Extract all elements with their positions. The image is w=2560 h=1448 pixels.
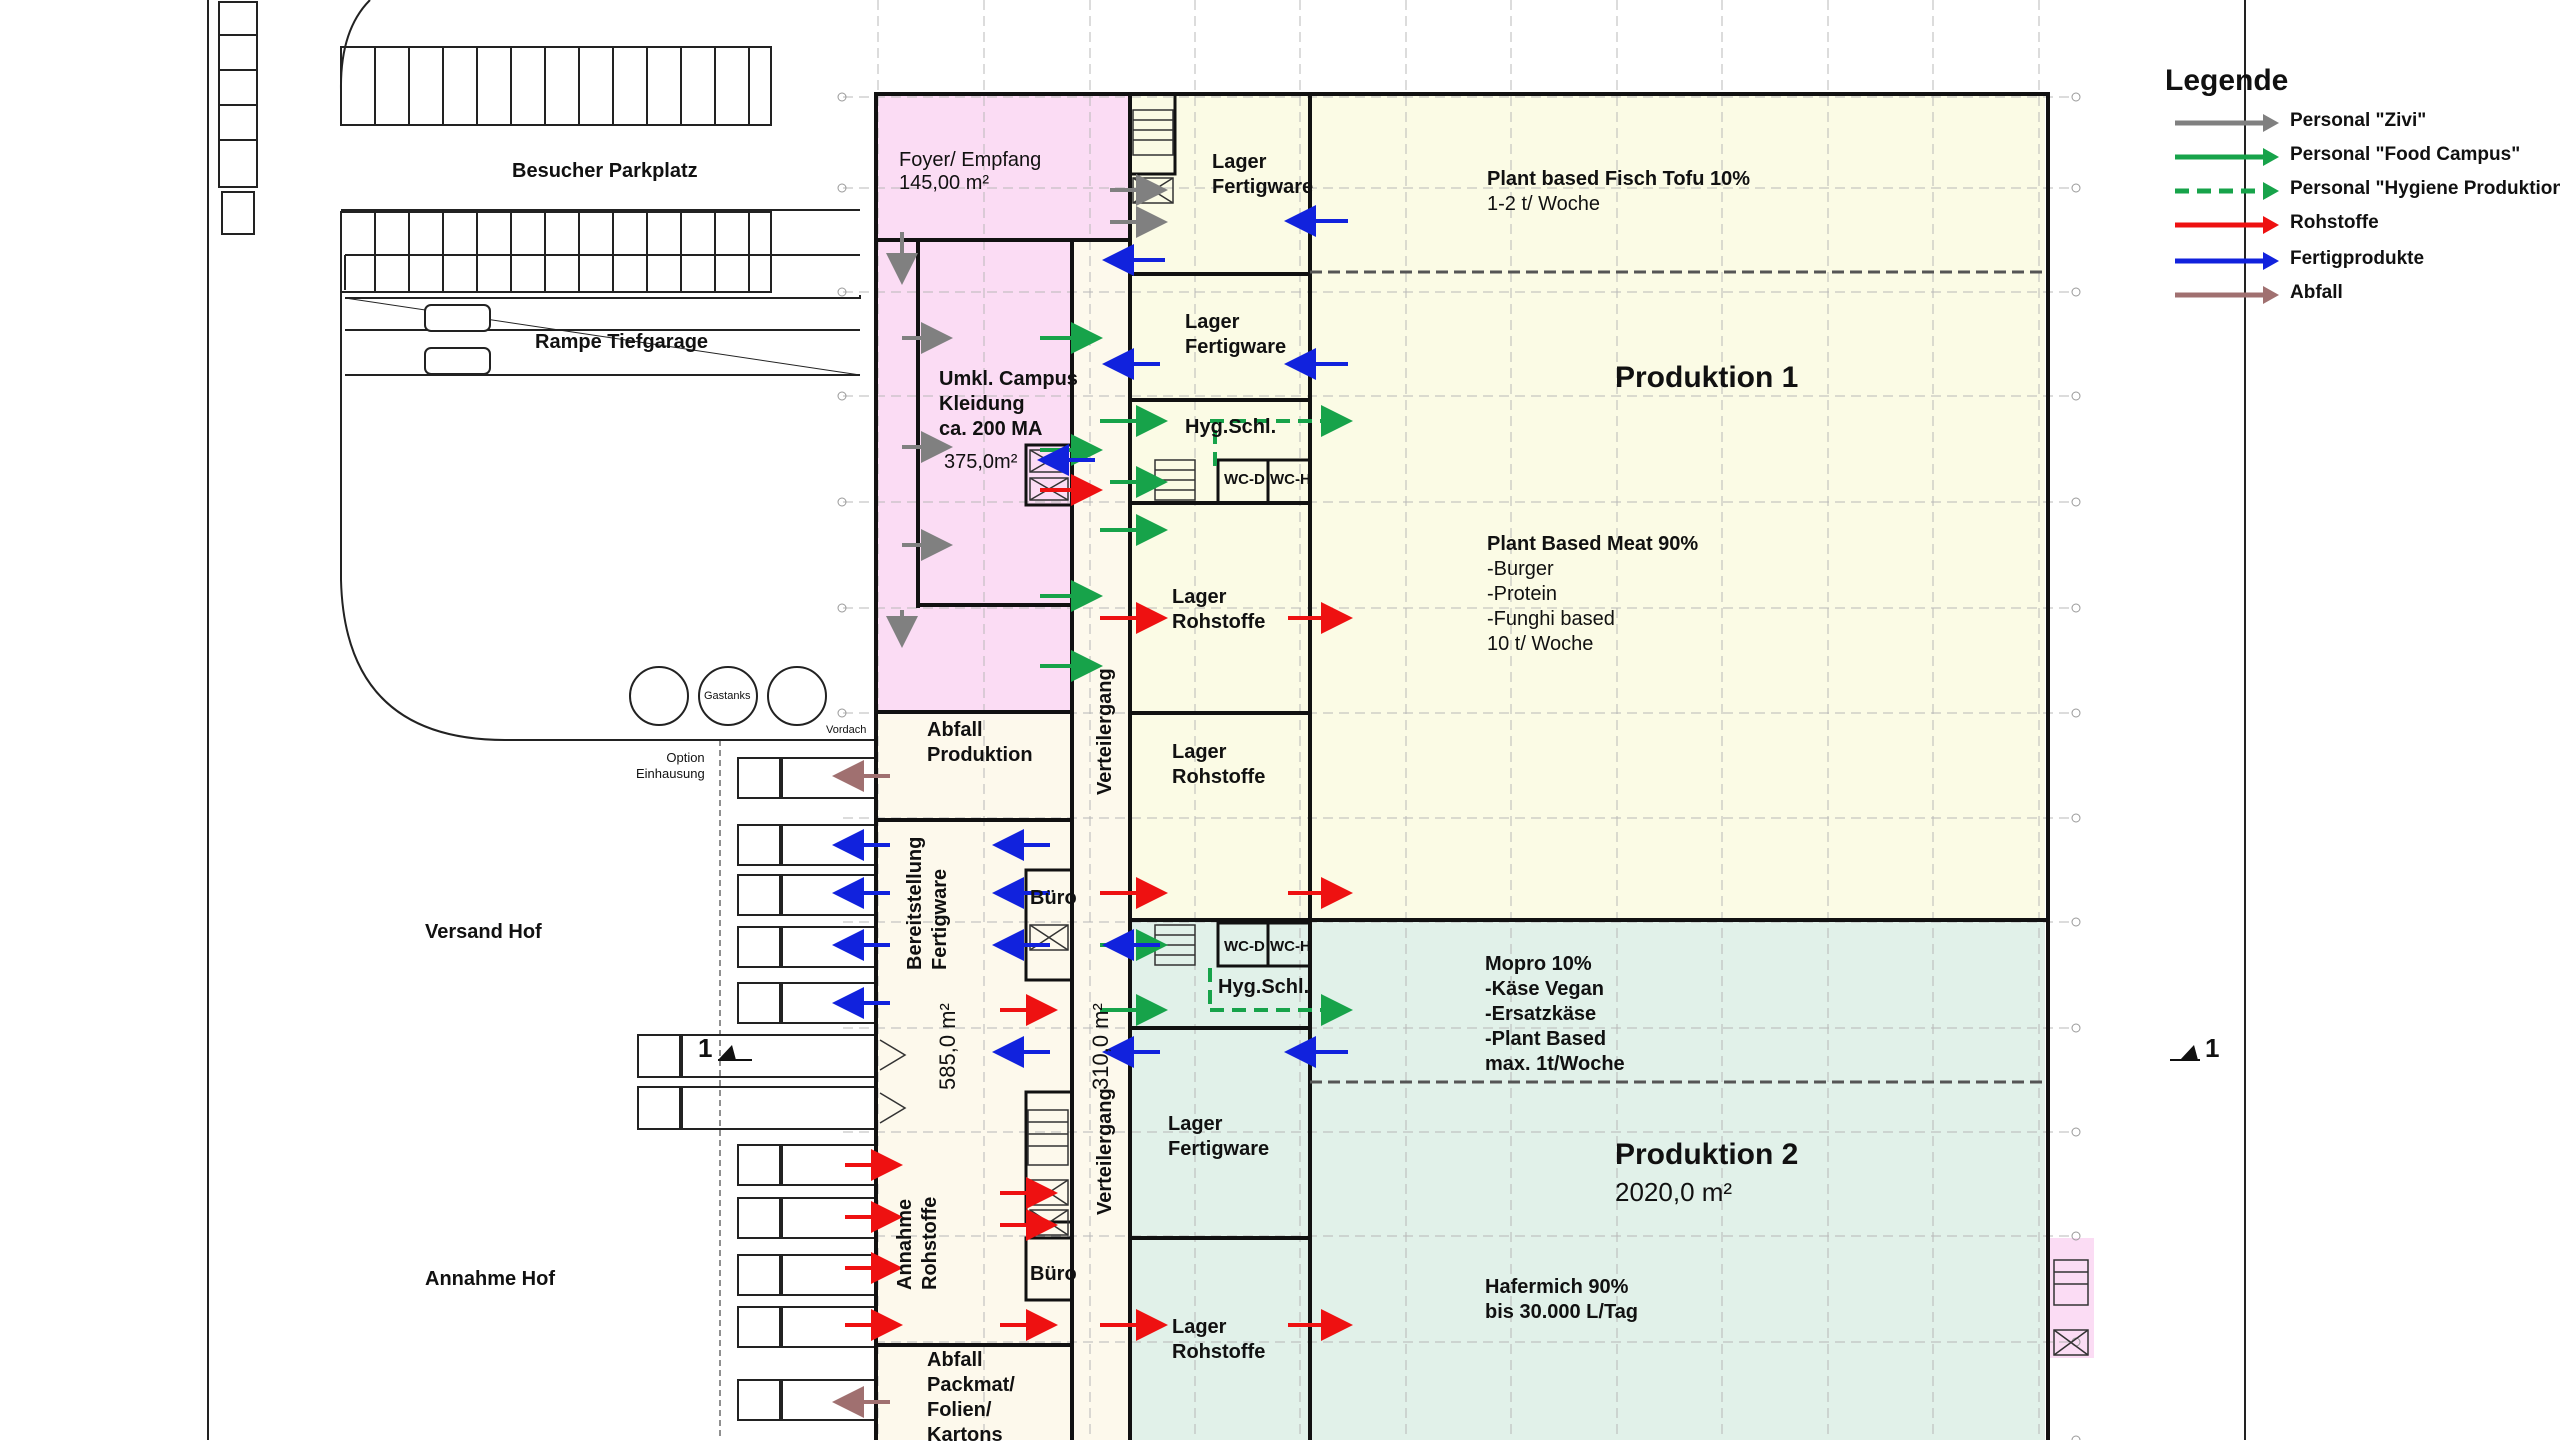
section-mark-left: 1 bbox=[698, 1033, 713, 1063]
room-buero-1: Büro bbox=[1030, 887, 1077, 909]
p1-meat: Plant Based Meat 90% bbox=[1487, 533, 1699, 555]
produktion2-fill bbox=[1130, 920, 2045, 1440]
label-versand-hof: Versand Hof bbox=[425, 921, 542, 943]
p2-area: 2020,0 m² bbox=[1615, 1177, 1733, 1207]
legend-label: Fertigprodukte bbox=[2290, 248, 2425, 269]
legend-item-food-campus: Personal "Food Campus" bbox=[2165, 142, 2560, 172]
room-lager-fertigware-3: Lager Fertigware bbox=[1168, 1113, 1270, 1160]
room-annahme-rohstoffe: Annahme Rohstoffe bbox=[894, 1196, 941, 1290]
room-lager-rohstoffe-2: Lager Rohstoffe bbox=[1172, 741, 1266, 788]
room-verteilergang-1: Verteilergang bbox=[1094, 668, 1116, 795]
stair-east-fill bbox=[2048, 1238, 2094, 1358]
dock-trucks bbox=[637, 740, 876, 1440]
legend-label: Personal "Food Campus" bbox=[2290, 144, 2521, 165]
rohstoffe-arrows bbox=[845, 474, 1353, 1341]
p1-fisch: Plant based Fisch Tofu 10% bbox=[1487, 168, 1751, 190]
room-hyg-schl-1: Hyg.Schl. bbox=[1185, 416, 1277, 438]
room-verteilergang-2: Verteilergang bbox=[1094, 1088, 1116, 1215]
label-vordach: Vordach bbox=[826, 724, 867, 736]
room-bereitstellung-area: 585,0 m² bbox=[935, 1003, 960, 1090]
umkleide-fill bbox=[877, 240, 1072, 710]
produktion1-fill bbox=[1130, 95, 2045, 920]
label-rampe-tiefgarage: Rampe Tiefgarage bbox=[535, 331, 709, 353]
room-fills bbox=[877, 95, 2094, 1440]
label-gastanks: Gastanks bbox=[704, 690, 751, 702]
p1-fisch-qty: 1-2 t/ Woche bbox=[1487, 193, 1601, 215]
legend-arrow-icon bbox=[2175, 252, 2279, 270]
legend-label: Personal "Hygiene Produktion" bbox=[2290, 178, 2560, 199]
room-hyg-schl-2: Hyg.Schl. bbox=[1218, 976, 1310, 998]
p1-meat-items: -Burger -Protein -Funghi based 10 t/ Woc… bbox=[1487, 558, 1615, 655]
legend-arrow-icon bbox=[2175, 114, 2279, 132]
legend-item-zivi: Personal "Zivi" bbox=[2165, 108, 2560, 138]
legend-item-rohstoffe: Rohstoffe bbox=[2165, 210, 2560, 240]
room-abfall-produktion: Abfall Produktion bbox=[927, 719, 1033, 766]
room-abfall-packmat: Abfall Packmat/ Folien/ Kartons bbox=[927, 1349, 1015, 1446]
cars bbox=[424, 304, 491, 375]
label-besucher-parkplatz: Besucher Parkplatz bbox=[512, 160, 698, 182]
room-lager-rohstoffe-3: Lager Rohstoffe bbox=[1172, 1316, 1266, 1363]
room-buero-2: Büro bbox=[1030, 1263, 1077, 1285]
legend-label: Personal "Zivi" bbox=[2290, 110, 2427, 131]
room-bereitstellung: Bereitstellung Fertigware bbox=[904, 836, 951, 970]
p2-mopro: Mopro 10% -Käse Vegan -Ersatzkäse -Plant… bbox=[1485, 953, 1625, 1075]
room-umkleide-name: Umkl. Campus Kleidung ca. 200 MA bbox=[939, 368, 1078, 440]
room-verteilergang-area: 310,0 m² bbox=[1088, 1003, 1113, 1090]
abfall-arrows bbox=[832, 760, 890, 1418]
hygiene-arrows bbox=[1208, 405, 1353, 1026]
truck-topleft bbox=[218, 1, 258, 235]
legend-label: Rohstoffe bbox=[2290, 212, 2379, 233]
zivi-arrows bbox=[886, 174, 1168, 648]
legend-item-hygiene: Personal "Hygiene Produktion" bbox=[2165, 176, 2560, 206]
room-wc-h-1: WC-H bbox=[1270, 471, 1311, 488]
legend-label: Abfall bbox=[2290, 282, 2343, 303]
label-option-einhausung: Option Einhausung bbox=[636, 750, 705, 781]
legend-item-abfall: Abfall bbox=[2165, 280, 2560, 310]
room-lager-fertigware-1: Lager Fertigware bbox=[1212, 151, 1314, 198]
room-wc-d-2: WC-D bbox=[1224, 938, 1265, 955]
legend-arrow-icon bbox=[2175, 286, 2279, 304]
dashed-partitions bbox=[1310, 270, 2048, 1084]
legend-arrow-icon bbox=[2175, 216, 2279, 234]
p2-title: Produktion 2 bbox=[1615, 1138, 1799, 1171]
section-markers bbox=[718, 1045, 2200, 1061]
gas-tanks bbox=[629, 666, 827, 726]
p2-hafer: Hafermich 90% bis 30.000 L/Tag bbox=[1485, 1276, 1639, 1323]
room-lager-rohstoffe-1: Lager Rohstoffe bbox=[1172, 586, 1266, 633]
legend-item-fertigprodukte: Fertigprodukte bbox=[2165, 246, 2560, 276]
legend-dashed-arrow-icon bbox=[2175, 182, 2279, 200]
legend-title: Legende bbox=[2165, 64, 2289, 97]
room-foyer-name: Foyer/ Empfang bbox=[899, 149, 1042, 171]
room-foyer-area: 145,00 m² bbox=[899, 172, 990, 194]
legend-arrow-icon bbox=[2175, 148, 2279, 166]
room-wc-d-1: WC-D bbox=[1224, 471, 1265, 488]
p1-title: Produktion 1 bbox=[1615, 361, 1799, 394]
room-lager-fertigware-2: Lager Fertigware bbox=[1185, 311, 1287, 358]
label-annahme-hof: Annahme Hof bbox=[425, 1268, 555, 1290]
section-mark-right: 1 bbox=[2205, 1033, 2220, 1063]
foyer-fill bbox=[877, 95, 1130, 240]
fertigprodukte-arrows bbox=[832, 205, 1348, 1068]
room-umkleide-area: 375,0m² bbox=[944, 451, 1018, 473]
flow-arrows bbox=[832, 174, 1353, 1418]
parking-stalls bbox=[340, 46, 772, 293]
room-wc-h-2: WC-H bbox=[1270, 938, 1311, 955]
